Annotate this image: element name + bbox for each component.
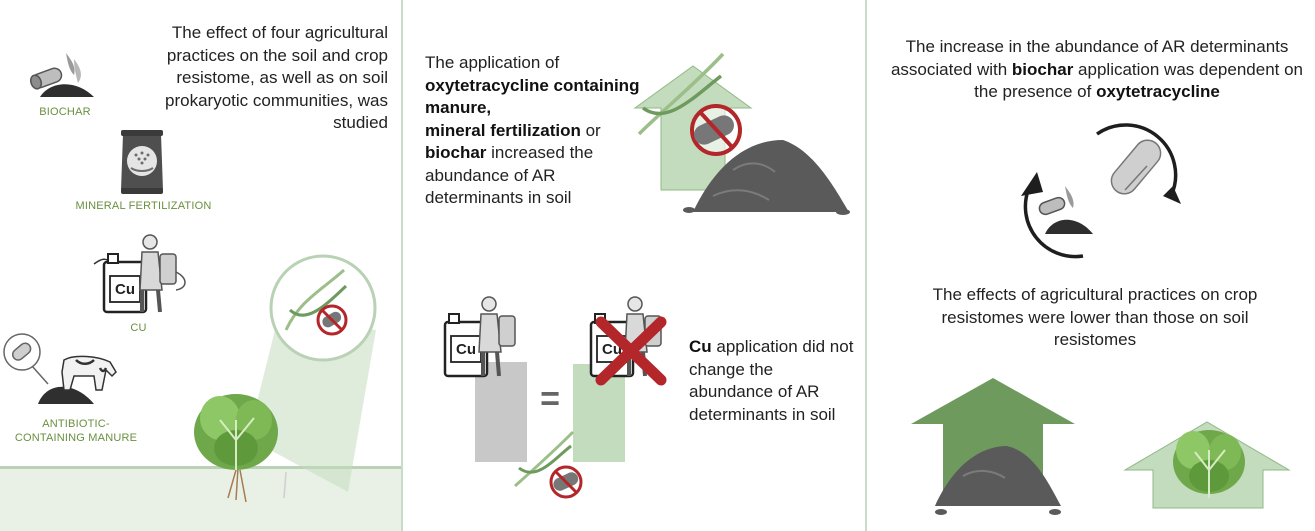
increase-text: The application of oxytetracycline conta…	[425, 52, 645, 210]
or-text: or	[580, 120, 601, 140]
lettuce-icon	[194, 394, 287, 503]
antibiotic-prohibited-icon	[316, 304, 348, 336]
cu-result-rest: application did not change the abundance…	[689, 337, 854, 424]
dependence-part-1: The increase in the abundance of AR dete…	[890, 37, 1289, 79]
cu-symbol: Cu	[115, 281, 135, 298]
panel-results-soil: The application of oxytetracycline conta…	[403, 0, 865, 531]
soil-vs-crop-graphic	[911, 378, 1291, 515]
dependence-part-2: application was dependent on the presenc…	[974, 59, 1304, 102]
biochar-dependence-text: The increase in the abundance of AR dete…	[887, 36, 1307, 104]
cu-symbol-crossed: Cu	[602, 341, 622, 358]
panel-conclusions: The increase in the abundance of AR dete…	[867, 0, 1315, 531]
dna-icon	[637, 52, 725, 136]
antibiotic-prohibited-icon	[690, 104, 742, 156]
mineral-fertilization-label: MINERAL FERTILIZATION	[75, 200, 212, 212]
bar-control	[475, 362, 527, 462]
increase-text-end: increased the abundance of AR determinan…	[425, 143, 594, 207]
biochar-icon	[1038, 186, 1093, 234]
interaction-cycle-graphic	[1021, 123, 1181, 259]
manure-emphasis: oxytetracycline containing manure,	[425, 75, 640, 118]
crop-resistome-text: The effects of agricultural practices on…	[932, 285, 1258, 349]
soil-pile	[693, 140, 849, 212]
oxytetracycline-emphasis: oxytetracycline	[1096, 82, 1220, 101]
cu-sprayer-icon: Cu	[443, 296, 516, 378]
cu-label: CU	[130, 322, 147, 334]
panel-experimental-design: The effect of four agricultural practice…	[0, 0, 401, 531]
red-cross-icon	[595, 316, 667, 386]
antibiotic-manure-label: ANTIBIOTIC-CONTAINING MANURE	[14, 418, 138, 444]
cu-symbol-control: Cu	[456, 341, 476, 358]
antibiotic-manure-icon	[3, 333, 117, 404]
panel-divider-2	[865, 0, 867, 531]
panel-divider-1	[401, 0, 403, 531]
increase-text-part: The application of	[425, 53, 560, 72]
cu-result-text: Cu application did not change the abunda…	[689, 336, 855, 426]
increase-arrow-graphic: Cu Cu =	[443, 52, 850, 499]
biochar-icon	[29, 53, 94, 97]
cu-sprayer-icon: Cu	[93, 234, 186, 314]
equals-sign: =	[540, 380, 560, 418]
antibiotic-capsule-icon	[1110, 139, 1162, 195]
dna-icon	[284, 268, 348, 331]
mineral-emphasis: mineral fertilization	[425, 120, 581, 140]
lettuce-icon	[1173, 430, 1245, 498]
cu-sprayer-crossed-icon: Cu	[589, 296, 667, 386]
biochar-emphasis: biochar	[1011, 59, 1074, 79]
intro-text: The effect of four agricultural practice…	[165, 23, 388, 132]
magnifier-cone	[194, 254, 377, 503]
biochar-emphasis: biochar	[425, 143, 487, 162]
dna-icon	[514, 430, 575, 488]
cu-emphasis: Cu	[689, 337, 712, 356]
antibiotic-prohibited-icon	[549, 465, 583, 499]
cycle-arrows-icon	[1021, 123, 1181, 259]
soil-pile	[935, 446, 1061, 506]
biochar-label: BIOCHAR	[39, 106, 91, 118]
fertilizer-sack-icon	[121, 130, 163, 194]
